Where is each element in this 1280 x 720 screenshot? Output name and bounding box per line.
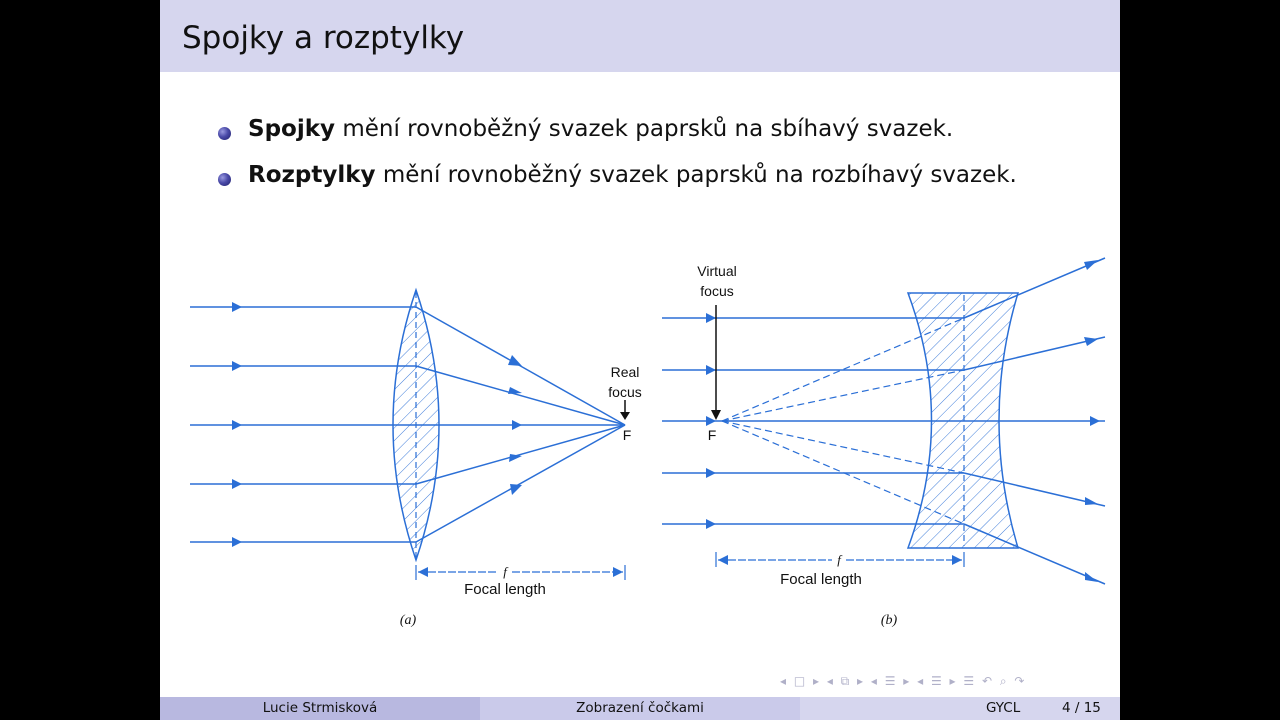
lens-diagram: Real focus F f Focal length (a): [190, 257, 1106, 628]
footer-topic: Zobrazení čočkami: [480, 697, 800, 720]
virtual-focus-label-2: focus: [700, 283, 733, 299]
bullet-text: mění rovnoběžný svazek paprsků na rozbíh…: [375, 162, 1017, 188]
page-number: 4 / 15: [1062, 700, 1101, 716]
bullet-term: Rozptylky: [248, 162, 376, 188]
bullet-term: Spojky: [248, 116, 336, 142]
real-focus-label: Real: [611, 364, 640, 380]
slide: Spojky a rozptylky Spojky mění rovnoběžn…: [160, 0, 1120, 720]
focus-point-f: F: [623, 427, 632, 443]
virtual-focus-label: Virtual: [697, 263, 736, 279]
bullet-icon: [218, 127, 231, 140]
figure-caption-a: (a): [400, 613, 417, 628]
footer-author: Lucie Strmisková: [160, 697, 480, 720]
svg-text:f: f: [503, 564, 509, 579]
diverging-lens-figure: Virtual focus F f Focal length (b): [662, 257, 1106, 628]
virtual-focus-point-f: F: [708, 427, 717, 443]
title-bar: Spojky a rozptylky: [160, 0, 1120, 72]
bullet-text: mění rovnoběžný svazek paprsků na sbíhav…: [335, 116, 954, 142]
footer-right: GYCL 4 / 15: [800, 697, 1120, 720]
footer: Lucie Strmisková Zobrazení čočkami GYCL …: [160, 697, 1120, 720]
bullet-icon: [218, 173, 231, 186]
figure-caption-b: (b): [881, 613, 898, 628]
beamer-navigation-icons[interactable]: ◂ □ ▸ ◂ ⧉ ▸ ◂ ☰ ▸ ◂ ☰ ▸ ☰ ↶ ⌕ ↷: [780, 674, 1027, 688]
focal-length-label-b: Focal length: [780, 571, 862, 588]
real-focus-label-2: focus: [608, 384, 641, 400]
slide-title: Spojky a rozptylky: [182, 20, 465, 56]
footer-institute: GYCL: [986, 700, 1021, 716]
converging-lens-figure: Real focus F f Focal length (a): [190, 287, 642, 628]
focal-length-label: Focal length: [464, 581, 546, 598]
svg-text:f: f: [837, 552, 843, 567]
